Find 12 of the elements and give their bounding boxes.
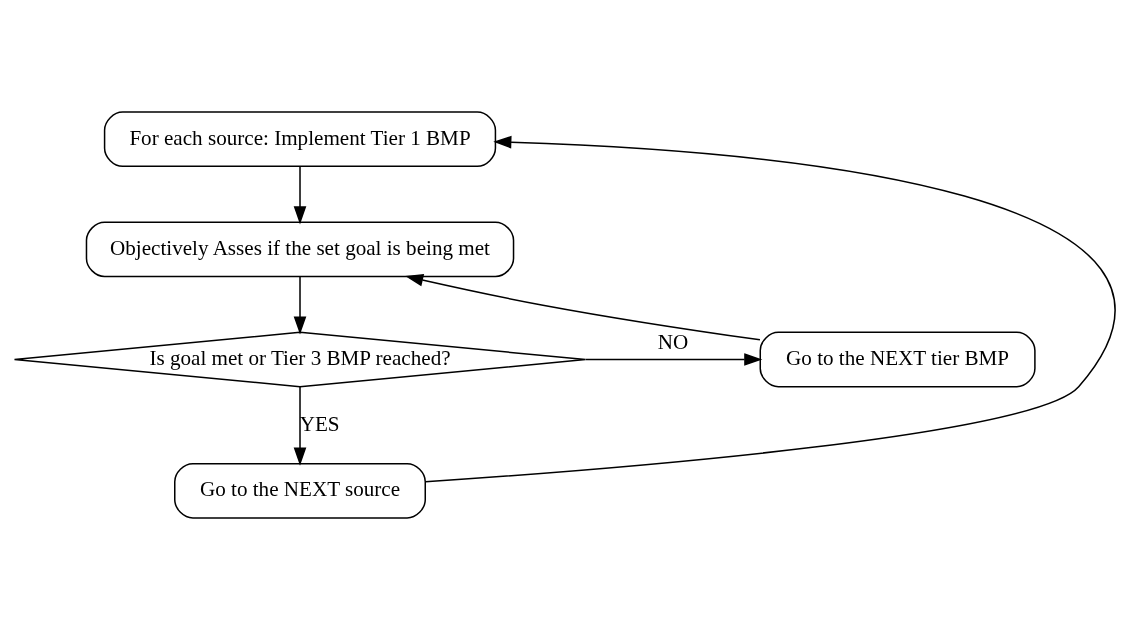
arrow xyxy=(584,353,763,366)
node-diamond: Is goal met or Tier 3 BMP reached? xyxy=(13,331,587,388)
node-box: Objectively Asses if the set goal is being met xyxy=(85,221,515,278)
edge-label: NO xyxy=(657,330,689,355)
node-box: Go to the NEXT tier BMP xyxy=(759,331,1036,388)
arrow xyxy=(405,273,761,341)
arrow xyxy=(424,135,1116,483)
arrow xyxy=(293,276,307,335)
arrow xyxy=(293,165,307,225)
node-box: Go to the NEXT source xyxy=(174,462,426,519)
node-box: For each source: Implement Tier 1 BMP xyxy=(103,111,497,168)
arrow xyxy=(293,386,307,466)
